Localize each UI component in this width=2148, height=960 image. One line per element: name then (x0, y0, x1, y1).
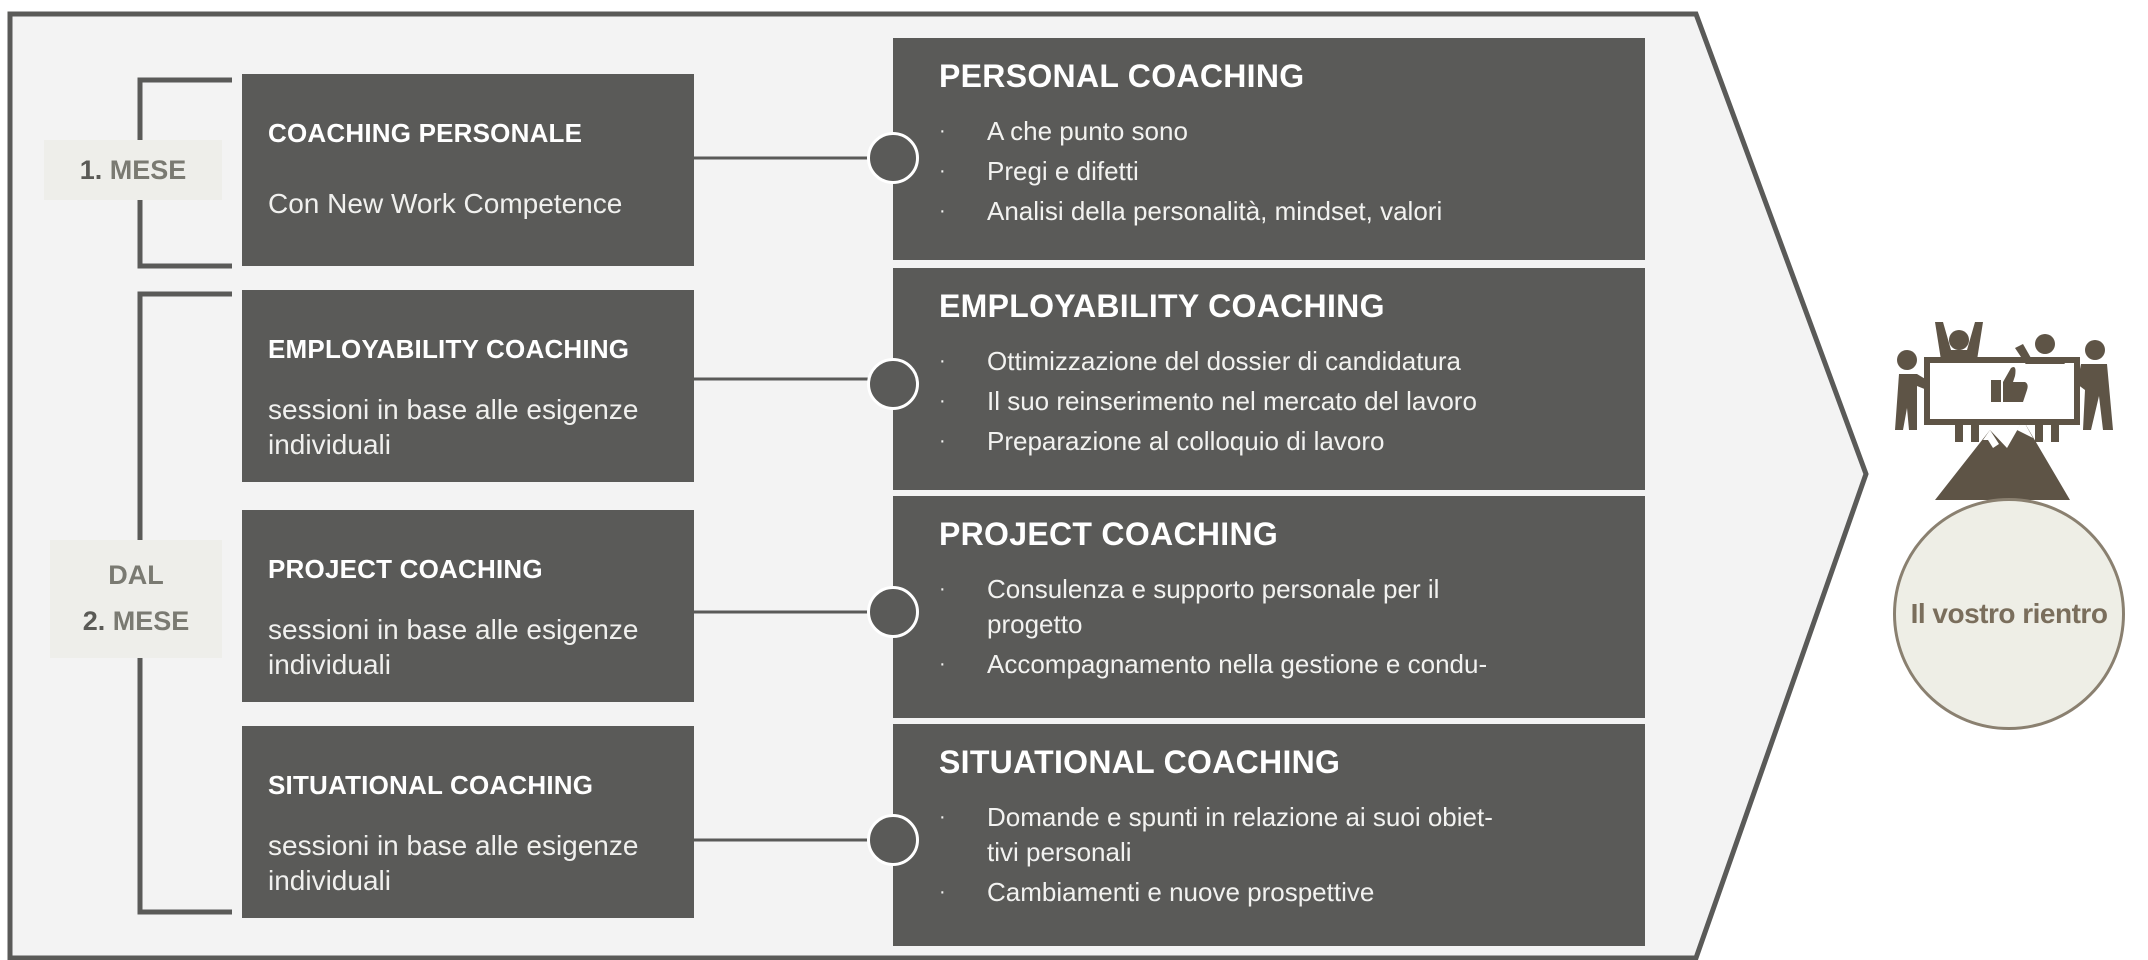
detail-title: PROJECT COACHING (939, 516, 1279, 552)
module-title: COACHING PERSONALE (268, 118, 583, 148)
module-subtitle: sessioni in base alle esigenze individua… (268, 614, 639, 680)
connector-node-1 (867, 132, 919, 184)
connector-node-4 (867, 814, 919, 866)
bullet-icon: · (939, 578, 946, 600)
detail-bullet-list: ·A che punto sono ·Pregi e difetti ·Anal… (939, 114, 1519, 234)
list-item: ·Consulenza e supporto personale per il … (939, 574, 1440, 639)
result-label: Il vostro rientro (1910, 598, 2108, 629)
list-item: ·Pregi e difetti (939, 154, 1519, 189)
bullet-icon: · (939, 200, 946, 222)
phase-number: 1. (79, 155, 103, 185)
list-item: ·Domande e spunti in relazione ai suoi o… (939, 802, 1493, 867)
detail-box-project: PROJECT COACHING ·Consulenza e supporto … (893, 496, 1645, 718)
bullet-icon: · (939, 881, 946, 903)
detail-title: SITUATIONAL COACHING (939, 744, 1341, 780)
list-item: ·Accompagnamento nella gestione e condu- (939, 647, 1519, 682)
detail-box-situational: SITUATIONAL COACHING ·Domande e spunti i… (893, 724, 1645, 946)
list-item: ·Analisi della personalità, mindset, val… (939, 194, 1519, 229)
detail-box-personal: PERSONAL COACHING ·A che punto sono ·Pre… (893, 38, 1645, 260)
module-title: PROJECT COACHING (268, 554, 543, 584)
list-item: ·A che punto sono (939, 114, 1519, 149)
list-item: ·Ottimizzazione del dossier di candidatu… (939, 344, 1519, 379)
phase-unit: MESE (109, 155, 187, 185)
module-title: EMPLOYABILITY COACHING (268, 334, 630, 364)
bullet-icon: · (939, 120, 946, 142)
phase-label-month-2: DAL 2. MESE (50, 540, 222, 658)
bullet-icon: · (939, 430, 946, 452)
connector-node-3 (867, 586, 919, 638)
list-item: ·Cambiamenti e nuove prospettive (939, 875, 1519, 910)
team-mountain-summit-icon (1895, 322, 2113, 500)
detail-box-employability: EMPLOYABILITY COACHING ·Ottimizzazione d… (893, 268, 1645, 490)
module-box-personal: COACHING PERSONALE Con New Work Competen… (242, 74, 694, 266)
detail-bullet-list: ·Domande e spunti in relazione ai suoi o… (939, 800, 1519, 915)
phase-number: 2. (82, 606, 106, 636)
bullet-icon: · (939, 653, 946, 675)
module-box-project: PROJECT COACHING sessioni in base alle e… (242, 510, 694, 702)
module-subtitle: sessioni in base alle esigenze individua… (268, 394, 639, 460)
list-item: ·Preparazione al colloquio di lavoro (939, 424, 1519, 459)
module-box-employability: EMPLOYABILITY COACHING sessioni in base … (242, 290, 694, 482)
phase-label-month-1: 1. MESE (44, 140, 222, 200)
bullet-icon: · (939, 806, 946, 828)
detail-bullet-list: ·Ottimizzazione del dossier di candidatu… (939, 344, 1519, 464)
module-title: SITUATIONAL COACHING (268, 770, 594, 800)
module-box-situational: SITUATIONAL COACHING sessioni in base al… (242, 726, 694, 918)
bullet-icon: · (939, 160, 946, 182)
module-subtitle: sessioni in base alle esigenze individua… (268, 830, 639, 896)
detail-title: EMPLOYABILITY COACHING (939, 288, 1385, 324)
module-subtitle: Con New Work Competence (268, 188, 623, 219)
phase-prefix: DAL (108, 560, 164, 590)
bullet-icon: · (939, 350, 946, 372)
phase-unit: MESE (112, 606, 190, 636)
result-circle: Il vostro rientro (1893, 498, 2125, 730)
connector-node-2 (867, 358, 919, 410)
detail-title: PERSONAL COACHING (939, 58, 1305, 94)
detail-bullet-list: ·Consulenza e supporto personale per il … (939, 572, 1519, 687)
list-item: ·Il suo reinserimento nel mercato del la… (939, 384, 1519, 419)
bullet-icon: · (939, 390, 946, 412)
